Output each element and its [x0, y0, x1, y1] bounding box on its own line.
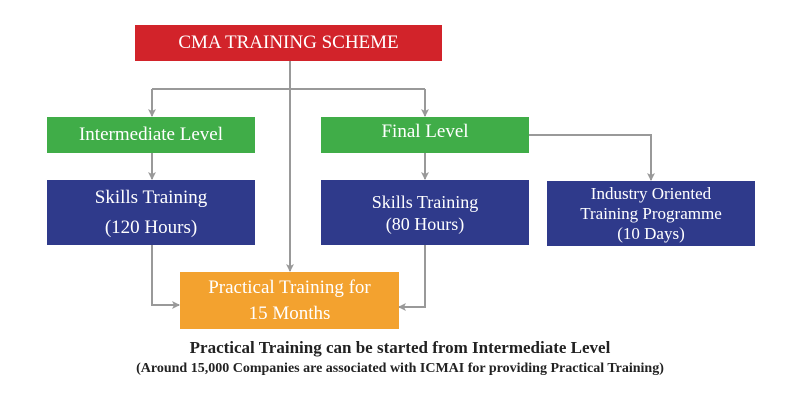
- final-level-label: Final Level: [381, 121, 469, 142]
- industry-line2: Training Programme: [580, 203, 722, 223]
- intermediate-level-label: Intermediate Level: [78, 124, 223, 145]
- intermediate-level-box: Intermediate Level: [47, 117, 255, 153]
- intermediate-skills-box: Skills Training (120 Hours): [47, 180, 255, 245]
- skills-training-label: Skills Training: [94, 186, 208, 208]
- industry-line1: Industry Oriented: [590, 183, 712, 203]
- practical-line2: 15 Months: [248, 302, 331, 324]
- arrow-skills120-to-practical: [151, 245, 180, 309]
- arrow-final-to-industry: [529, 134, 655, 181]
- hours-label: (80 Hours): [385, 213, 465, 234]
- title-box: CMA TRAINING SCHEME: [135, 25, 442, 61]
- caption-sub: (Around 15,000 Companies are associated …: [136, 361, 664, 376]
- final-skills-box: Skills Training (80 Hours): [321, 180, 529, 245]
- final-level-box: Final Level: [321, 117, 529, 153]
- skills-training-label: Skills Training: [371, 191, 479, 212]
- industry-line3: (10 Days): [617, 223, 685, 243]
- title-text: CMA TRAINING SCHEME: [178, 32, 399, 53]
- industry-training-box: Industry Oriented Training Programme (10…: [547, 181, 755, 246]
- practical-training-box: Practical Training for 15 Months: [180, 272, 399, 329]
- practical-line1: Practical Training for: [208, 276, 371, 298]
- hours-label: (120 Hours): [104, 216, 198, 238]
- caption-main: Practical Training can be started from I…: [189, 338, 611, 357]
- arrow-skills80-to-practical: [398, 245, 426, 311]
